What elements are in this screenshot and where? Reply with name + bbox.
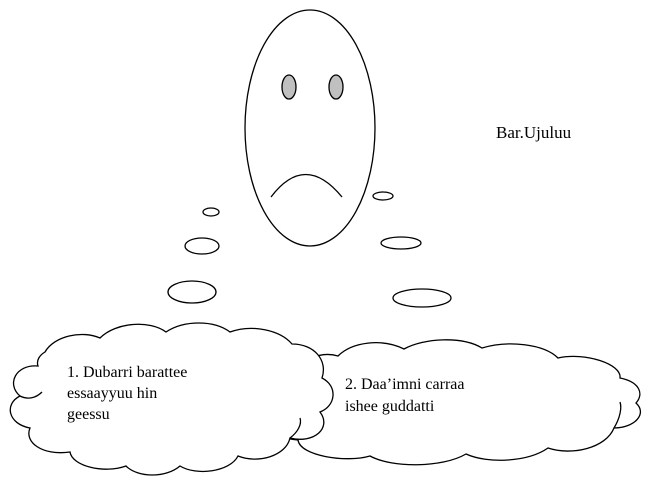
cloud-left-text-line-3: geessu [67,406,110,423]
cloud-left-inner-curl [19,391,43,399]
cloud-left-text-line-1: 1. Dubarri barattee [67,364,188,381]
thought-bubble-right-small [372,191,394,201]
thought-bubble-left-large [167,280,217,304]
right-eye [328,74,344,100]
cloud-left-text-line-2: essaayyuu hin [67,385,158,402]
thought-bubble-right-medium [380,236,422,250]
cloud-right-inner-curl-2 [613,401,622,429]
thought-bubble-left-small [202,207,220,217]
left-eye [281,74,297,100]
cloud-right-text-line-1: 2. Daa’imni carraa [345,376,465,393]
thought-bubble-left-medium [184,237,220,255]
cloud-right-text-line-2: ishee guddatti [345,398,435,415]
cloud-right-outline [269,339,642,466]
cloud-left-inner-curl-2 [289,417,302,439]
title-label: Bar.Ujuluu [496,123,572,142]
frown-mouth [270,174,343,198]
cloud-left-outline [9,322,334,476]
thought-bubble-right-large [392,288,452,308]
face-outline [244,9,376,247]
